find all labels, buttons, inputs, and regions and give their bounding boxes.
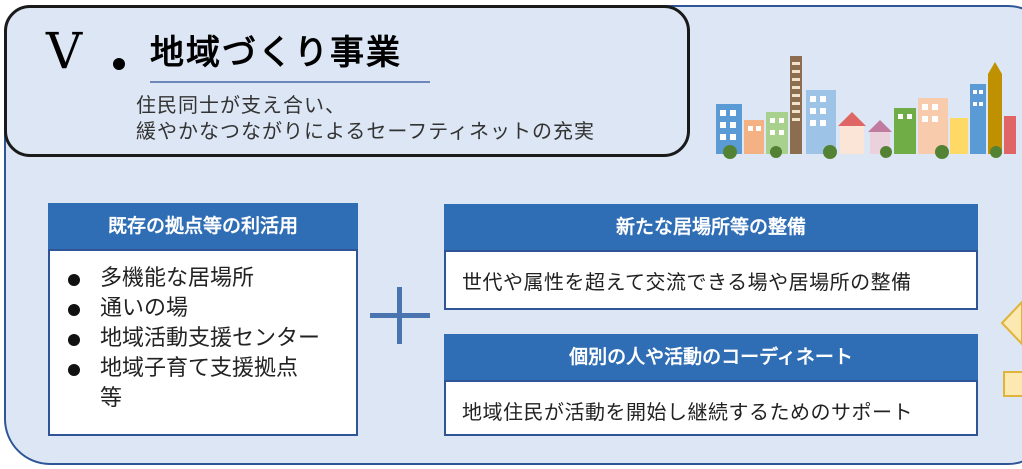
right-top-text: 世代や属性を超えて交流できる場や居場所の整備 bbox=[462, 270, 912, 294]
list-item-continuation: 等 bbox=[100, 386, 123, 411]
right-bottom-text: 地域住民が活動を開始し継続するためのサポート bbox=[462, 400, 913, 424]
right-bottom-body bbox=[444, 380, 978, 436]
right-top-body bbox=[444, 250, 978, 310]
subtitle: 住民同士が支え合い、 緩やかなつながりによるセーフティネットの充実 bbox=[136, 92, 595, 144]
section-numeral-dot bbox=[113, 58, 125, 70]
page-title: 地域づくり事業 bbox=[150, 33, 402, 73]
subtitle-line-1: 住民同士が支え合い、 bbox=[136, 93, 346, 117]
list-item: 地域子育て支援拠点 bbox=[66, 354, 320, 384]
right-bottom-header: 個別の人や活動のコーディネート bbox=[444, 334, 978, 380]
left-block-body bbox=[48, 249, 358, 436]
list-item: 通いの場 bbox=[66, 294, 320, 324]
title-underline bbox=[150, 81, 430, 83]
plus-icon-vertical bbox=[397, 287, 402, 344]
right-top-header: 新たな居場所等の整備 bbox=[444, 204, 978, 250]
list-item: 地域活動支援センター bbox=[66, 324, 320, 354]
left-block-list: 多機能な居場所 通いの場 地域活動支援センター 地域子育て支援拠点 等 bbox=[66, 264, 320, 414]
edge-arrow-shape bbox=[1000, 300, 1022, 346]
edge-square-shape bbox=[1003, 371, 1022, 397]
left-block-header: 既存の拠点等の利活用 bbox=[48, 203, 358, 249]
subtitle-line-2: 緩やかなつながりによるセーフティネットの充実 bbox=[136, 119, 595, 143]
list-item: 多機能な居場所 bbox=[66, 264, 320, 294]
section-numeral: V bbox=[46, 22, 83, 80]
city-skyline-illustration bbox=[716, 56, 1016, 159]
